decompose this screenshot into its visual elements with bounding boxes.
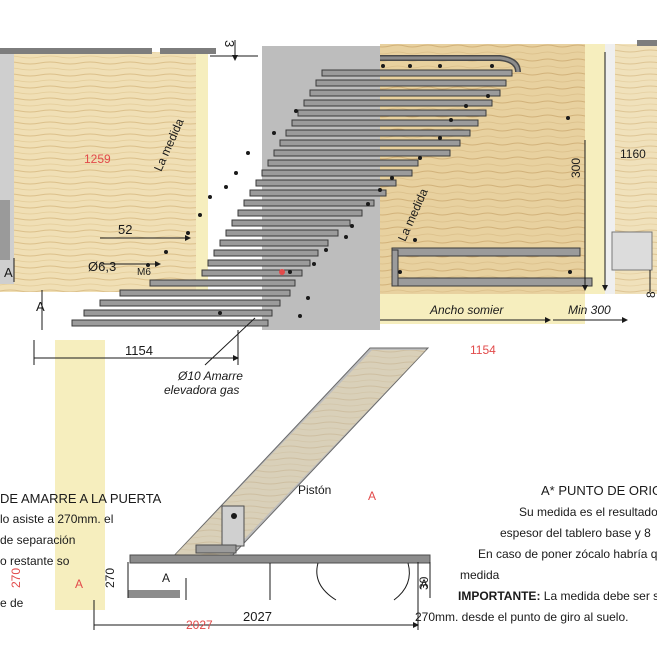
dim-270-red: 270: [9, 567, 23, 588]
left-post: [55, 340, 105, 610]
dimension-lines-left: [13, 40, 258, 366]
left-note-line1: lo asiste a 270mm. el: [0, 512, 114, 526]
left-note-line3: o restante so: [0, 554, 70, 568]
pivot-label: Pistón: [298, 483, 332, 497]
dim-a-bottom: A: [75, 577, 84, 591]
pivot-a: A: [368, 489, 377, 503]
right-note-line1: Su medida es el resultado: [519, 505, 657, 519]
dim-300: 300: [569, 157, 583, 178]
bolt-dots: [146, 64, 572, 318]
left-wood-panel: [0, 48, 216, 294]
left-note-line2: de separación: [0, 533, 76, 547]
dim-2027-red: 2027: [186, 618, 213, 632]
right-note-important: IMPORTANTE:: [458, 589, 541, 603]
dim-a-left2: A: [36, 299, 45, 314]
dim-m6: M6: [137, 267, 151, 278]
dim-ancho-somier: Ancho somier: [430, 303, 504, 317]
dim-min-300: Min 300: [568, 303, 611, 317]
gas-spring-label-1: Ø10 Amarre: [178, 369, 243, 383]
dim-52: 52: [118, 222, 133, 237]
dim-red-left: 1259: [84, 152, 111, 166]
right-note-line3: En caso de poner zócalo habría que: [478, 547, 657, 561]
left-note-title: DE AMARRE A LA PUERTA: [0, 491, 162, 506]
right-note-line4: medida: [460, 568, 500, 582]
dimension-lines-bottom: [93, 562, 431, 630]
right-note-title: A* PUNTO DE ORIGEN: [541, 483, 657, 498]
mechanism-stack: [71, 46, 593, 330]
right-note-line5-text: La medida debe ser siem: [543, 589, 657, 603]
right-note-line6: 270mm. desde el punto de giro al suelo.: [415, 610, 629, 624]
dim-a-left: A: [4, 265, 13, 280]
dimension-lines-right: [380, 52, 651, 323]
dim-a-right: A: [420, 577, 429, 591]
dim-2027-black: 2027: [243, 609, 272, 624]
dim-63: Ø6,3: [88, 259, 117, 274]
dim-1154-red: 1154: [470, 343, 496, 357]
left-note-line4: e de: [0, 596, 24, 610]
dim-1154-left: 1154: [125, 343, 153, 358]
dim-270-bottom: 270: [103, 567, 117, 588]
dim-1160: 1160: [620, 147, 646, 161]
dim-a-mid: A: [162, 571, 171, 585]
dim-8: 8: [644, 291, 657, 298]
opened-bed-view: [128, 347, 431, 601]
red-marker: [279, 269, 285, 275]
right-note-line2: espesor del tablero base y 8: [500, 526, 651, 540]
dim-top-3: 3: [222, 40, 237, 48]
gas-spring-label-2: elevadora gas: [164, 383, 240, 397]
right-note-line5: IMPORTANTE: La medida debe ser siem: [458, 590, 657, 602]
